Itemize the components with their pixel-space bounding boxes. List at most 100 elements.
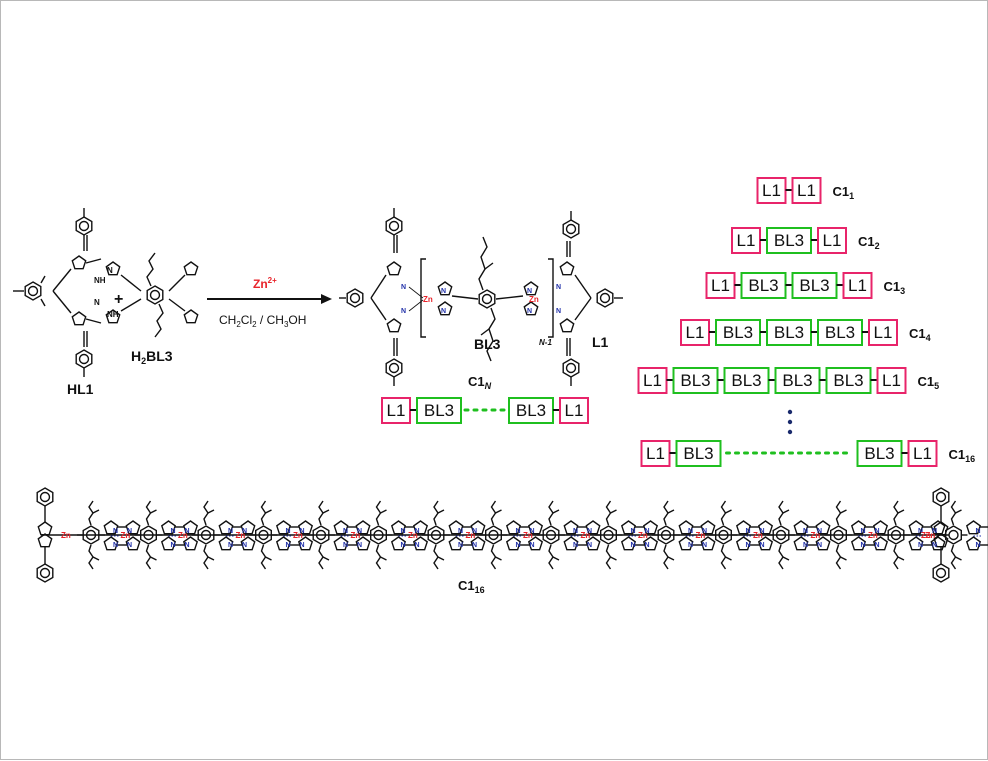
series-3-box-4: L1 (844, 273, 872, 298)
nh-label: NH (94, 276, 106, 285)
bl3-struct-label: BL3 (474, 336, 501, 352)
series-1-label: C11 (833, 184, 855, 201)
series-row-1: L1 L1 C11 (758, 178, 855, 203)
chain-zn-label: Zn (351, 531, 361, 540)
series-4-box-2: BL3 (716, 320, 760, 345)
series-4-box-3-text: BL3 (774, 323, 804, 342)
svg-text:N: N (527, 308, 532, 315)
c1-16-label: C116 (458, 578, 485, 595)
chain-endcap-aryl-bottom (933, 564, 949, 582)
chain-zn-label: Zn (466, 531, 476, 540)
solvent-label: CH2Cl2 / CH3OH (219, 313, 306, 329)
chain-zn-label: Zn (868, 531, 878, 540)
chain-zn-label: Zn (293, 531, 303, 540)
series-5-box-6: L1 (878, 368, 906, 393)
series-4-box-2-text: BL3 (723, 323, 753, 342)
series-4-box-1-text: L1 (686, 323, 705, 342)
series-4-box-5: L1 (869, 320, 897, 345)
series-4-box-5-text: L1 (874, 323, 893, 342)
series-6-box-2-text: BL3 (683, 444, 713, 463)
series-2-box-2-text: BL3 (774, 231, 804, 250)
chain-zn-label: Zn (696, 531, 706, 540)
chain-zn-label: Zn (638, 531, 648, 540)
series-2-box-1: L1 (732, 228, 760, 253)
hl1-label: HL1 (67, 381, 94, 397)
series-4-box-4-text: BL3 (825, 323, 855, 342)
series-row-5: L1 BL3 BL3 BL3 BL3 L1 C15 (639, 368, 940, 393)
series-row-2: L1 BL3 L1 C12 (732, 228, 880, 253)
series-1-box-2: L1 (793, 178, 821, 203)
chain-zn-label: Zn (811, 531, 821, 540)
chain-zn-label: Zn (121, 531, 131, 540)
chain-zn-label: Zn (921, 531, 931, 540)
series-2-box-3-text: L1 (823, 231, 842, 250)
series-3-box-1: L1 (707, 273, 735, 298)
series-3-box-3: BL3 (793, 273, 837, 298)
series-5-box-3-text: BL3 (731, 371, 761, 390)
chain-zn-label: Zn (523, 531, 533, 540)
series-2-box-3: L1 (818, 228, 846, 253)
series-5-box-6-text: L1 (882, 371, 901, 390)
hl1-structure: NH N (13, 208, 106, 377)
svg-text:N: N (401, 308, 406, 315)
series-5-box-5: BL3 (827, 368, 871, 393)
schematic-l1-left: L1 (382, 398, 410, 423)
zn-right: Zn (529, 295, 539, 304)
series-3-box-4-text: L1 (848, 276, 867, 295)
chain-zn-label: Zn (61, 531, 71, 540)
series-2-label: C12 (858, 234, 880, 251)
series-3-box-1-text: L1 (711, 276, 730, 295)
schematic-bl3-right: BL3 (509, 398, 553, 423)
series-row-3: L1 BL3 BL3 L1 C13 (707, 273, 906, 298)
series-6-box-1-text: L1 (646, 444, 665, 463)
zn-left: Zn (423, 295, 433, 304)
series-6-box-4-text: L1 (913, 444, 932, 463)
vertical-ellipsis (788, 410, 792, 434)
schematic-bl3-right-text: BL3 (516, 401, 546, 420)
svg-text:N: N (441, 288, 446, 295)
c1n-label: C1N (468, 374, 492, 391)
series-4-label: C14 (909, 326, 931, 343)
series-1-box-1-text: L1 (762, 181, 781, 200)
series-1-box-2-text: L1 (797, 181, 816, 200)
series-6-box-3: BL3 (858, 441, 902, 466)
series-3-box-2-text: BL3 (748, 276, 778, 295)
series-1-box-1: L1 (758, 178, 786, 203)
series-6-box-4: L1 (909, 441, 937, 466)
series-6-box-3-text: BL3 (864, 444, 894, 463)
chain-zn-label: Zn (753, 531, 763, 540)
series-4-box-1: L1 (681, 320, 709, 345)
series-3-box-2: BL3 (742, 273, 786, 298)
series-5-box-2-text: BL3 (680, 371, 710, 390)
chain-zn-label: Zn (581, 531, 591, 540)
series-5-box-1-text: L1 (643, 371, 662, 390)
chain-endcap-aryl-top (933, 488, 949, 506)
chain-endcap-aryl-bottom (37, 564, 53, 582)
chain-zn-label: Zn (408, 531, 418, 540)
series-6-box-2: BL3 (677, 441, 721, 466)
chain-endcap-pyrrole-b (38, 534, 51, 547)
series-2-box-2: BL3 (767, 228, 811, 253)
svg-text:N: N (401, 284, 406, 291)
series-5-label: C15 (918, 374, 940, 391)
nh-label-2: NH (107, 310, 119, 319)
schematic-l1-right: L1 (560, 398, 588, 423)
series-5-box-1: L1 (639, 368, 667, 393)
svg-text:N: N (556, 308, 561, 315)
series-6-box-1: L1 (642, 441, 670, 466)
series-5-box-4-text: BL3 (782, 371, 812, 390)
chain-unit: Zn (926, 501, 988, 569)
schematic-l1-left-text: L1 (387, 401, 406, 420)
series-row-4: L1 BL3 BL3 BL3 L1 C14 (681, 320, 931, 345)
series-3-label: C13 (884, 279, 906, 296)
schematic-l1-right-text: L1 (565, 401, 584, 420)
plus-sign: + (114, 291, 123, 308)
n-label-2: N (107, 266, 113, 275)
zn-reagent: Zn2+ (253, 276, 277, 291)
reaction-arrow (207, 294, 332, 304)
